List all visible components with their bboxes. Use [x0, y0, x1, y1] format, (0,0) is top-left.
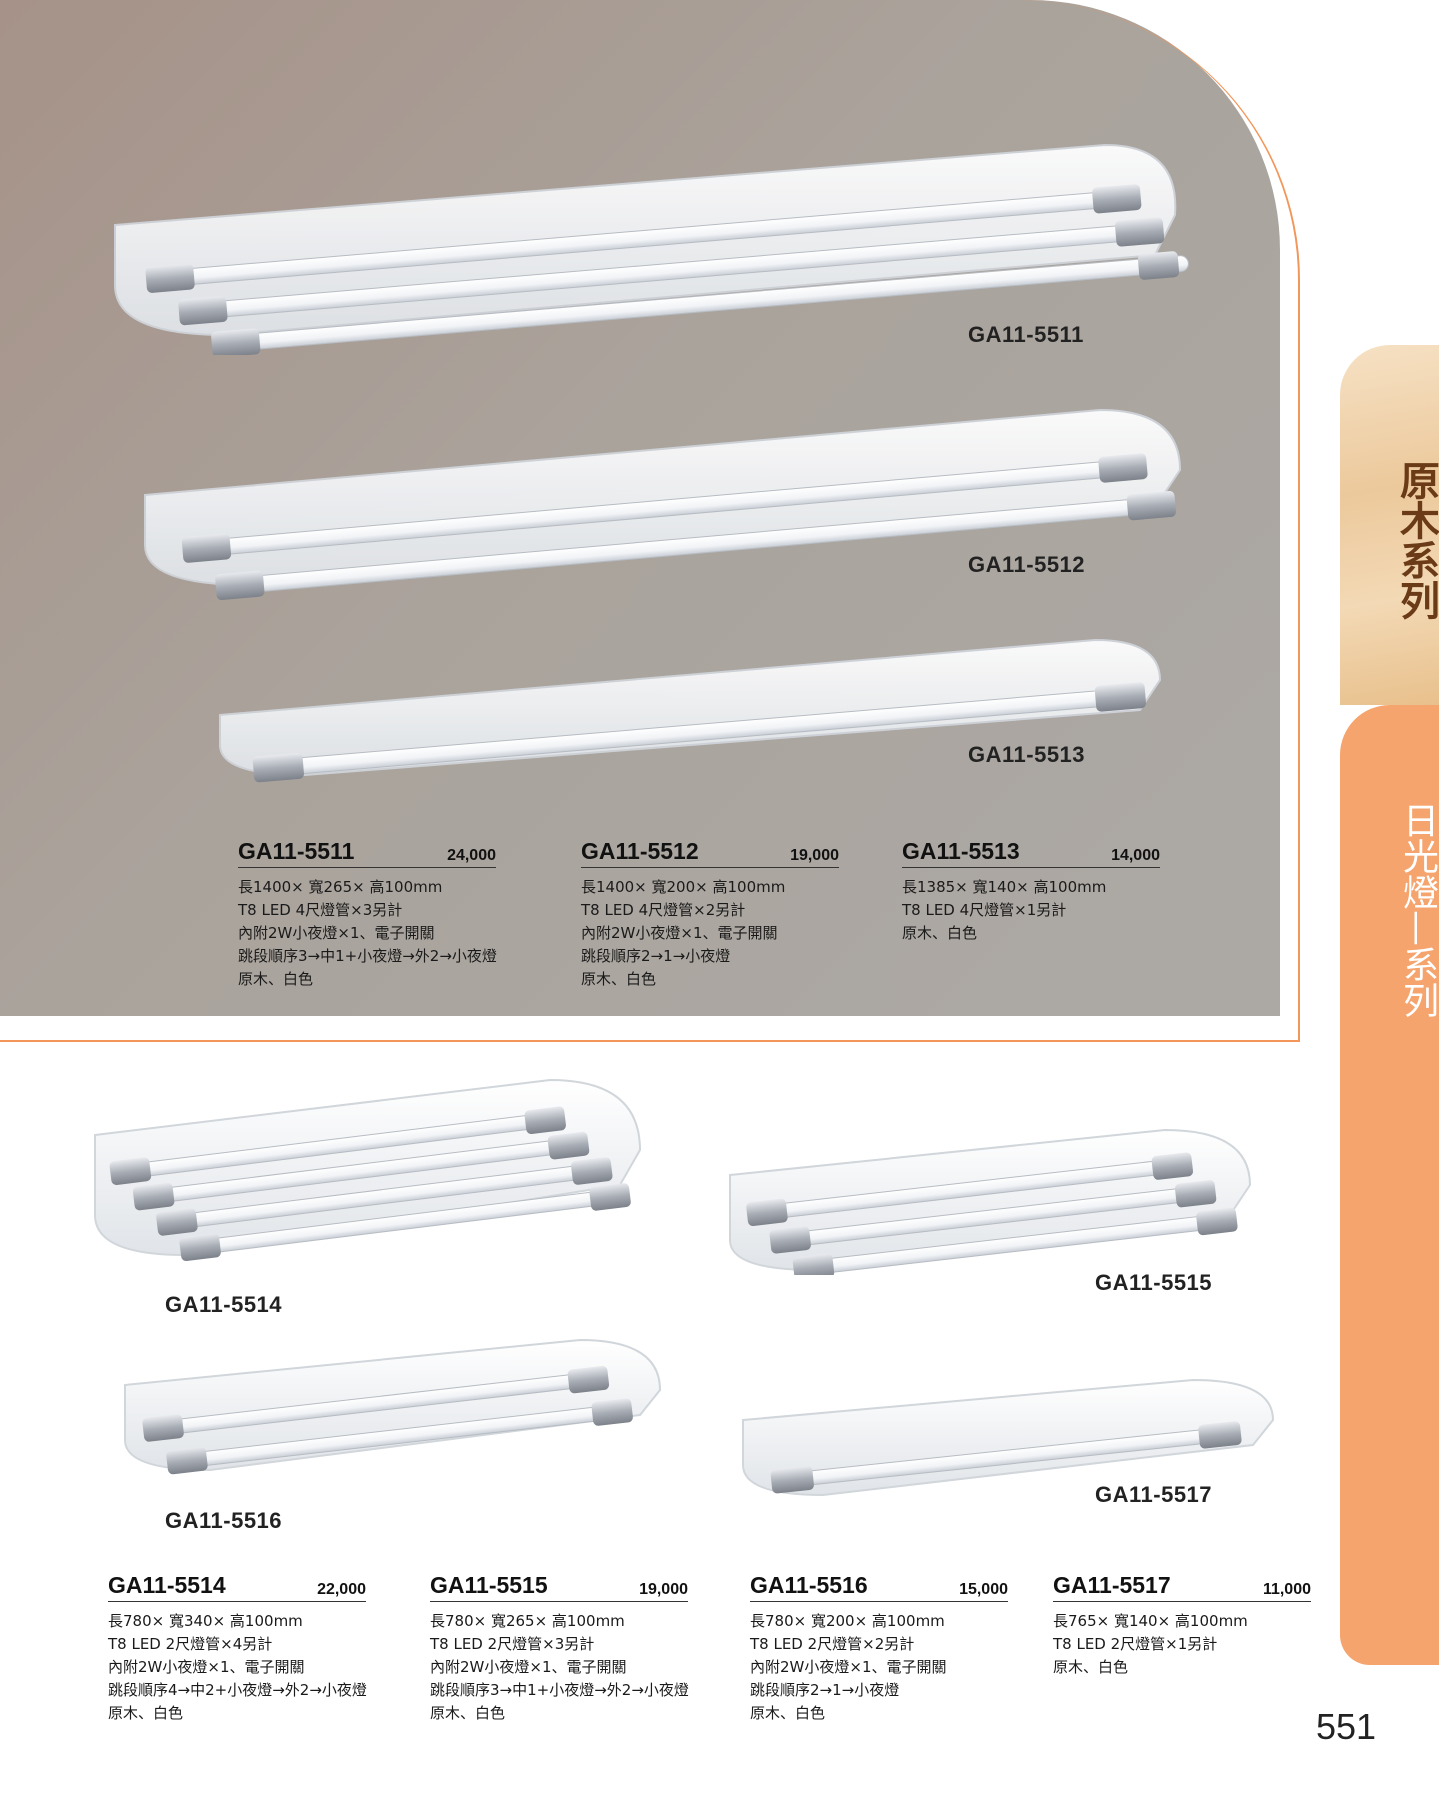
spec-line: T8 LED 2尺燈管×1另計: [1053, 1635, 1218, 1653]
side-tab-wood: [1340, 345, 1439, 705]
fixture-label-5512: GA11-5512: [968, 552, 1086, 577]
spec-line: 長1400× 寬200× 高100mm: [581, 878, 786, 896]
spec-line: 長1400× 寬265× 高100mm: [238, 878, 443, 896]
spec-price: 15,000: [959, 1581, 1008, 1598]
spec-model: GA11-5513: [902, 838, 1020, 864]
fixture-image-5511: [105, 135, 1195, 355]
spec-header: GA11-5511 24,000: [238, 838, 496, 868]
spec-model: GA11-5514: [108, 1572, 226, 1598]
spec-block-5513: GA11-5513 14,000 長1385× 寬140× 高100mm T8 …: [902, 838, 1160, 945]
fixture-image-5515: [725, 1125, 1255, 1275]
spec-line: 跳段順序4→中2+小夜燈→外2→小夜燈: [108, 1681, 367, 1699]
spec-model: GA11-5511: [238, 838, 355, 864]
spec-line: 內附2W小夜燈×1、電子開關: [581, 924, 778, 942]
side-tab-fluorescent-label: 日光燈—系列: [1397, 802, 1438, 1018]
spec-line: 跳段順序2→1→小夜燈: [750, 1681, 900, 1699]
spec-header: GA11-5512 19,000: [581, 838, 839, 868]
spec-line: 跳段順序2→1→小夜燈: [581, 947, 731, 965]
spec-line: 原木、白色: [1053, 1658, 1129, 1676]
spec-line: 原木、白色: [430, 1704, 506, 1722]
side-tab-fluorescent: [1340, 705, 1439, 1665]
spec-line: 跳段順序3→中1+小夜燈→外2→小夜燈: [430, 1681, 689, 1699]
fixture-label-5516: GA11-5516: [165, 1508, 283, 1533]
spec-line: 內附2W小夜燈×1、電子開關: [108, 1658, 305, 1676]
fixture-label-5511: GA11-5511: [968, 322, 1084, 347]
spec-line: 原木、白色: [902, 924, 978, 942]
spec-model: GA11-5512: [581, 838, 699, 864]
spec-line: 長765× 寬140× 高100mm: [1053, 1612, 1248, 1630]
spec-line: 長780× 寬200× 高100mm: [750, 1612, 945, 1630]
spec-header: GA11-5516 15,000: [750, 1572, 1008, 1602]
spec-line: T8 LED 4尺燈管×1另計: [902, 901, 1067, 919]
fixture-label-5513: GA11-5513: [968, 742, 1086, 767]
fixture-image-5514: [90, 1075, 650, 1265]
fixture-label-5515: GA11-5515: [1095, 1270, 1213, 1295]
side-tab-wood-label: 原木系列: [1393, 460, 1439, 620]
spec-price: 19,000: [790, 847, 839, 864]
spec-price: 19,000: [639, 1581, 688, 1598]
spec-line: 原木、白色: [238, 970, 314, 988]
fixture-label-5517: GA11-5517: [1095, 1482, 1213, 1507]
spec-line: 原木、白色: [581, 970, 657, 988]
spec-line: 長780× 寬265× 高100mm: [430, 1612, 625, 1630]
spec-model: GA11-5516: [750, 1572, 868, 1598]
spec-block-5517: GA11-5517 11,000 長765× 寬140× 高100mm T8 L…: [1053, 1572, 1311, 1679]
spec-line: T8 LED 2尺燈管×2另計: [750, 1635, 915, 1653]
spec-line: 內附2W小夜燈×1、電子開關: [430, 1658, 627, 1676]
spec-model: GA11-5517: [1053, 1572, 1171, 1598]
spec-price: 11,000: [1262, 1581, 1311, 1598]
spec-line: 內附2W小夜燈×1、電子開關: [750, 1658, 947, 1676]
fixture-image-5513: [215, 635, 1165, 785]
spec-model: GA11-5515: [430, 1572, 548, 1598]
spec-line: 原木、白色: [750, 1704, 826, 1722]
fixture-image-5512: [140, 400, 1190, 600]
spec-header: GA11-5517 11,000: [1053, 1572, 1311, 1602]
spec-block-5514: GA11-5514 22,000 長780× 寬340× 高100mm T8 L…: [108, 1572, 367, 1725]
fixture-image-5516: [120, 1335, 665, 1475]
spec-line: T8 LED 2尺燈管×3另計: [430, 1635, 595, 1653]
spec-line: 長1385× 寬140× 高100mm: [902, 878, 1107, 896]
spec-header: GA11-5513 14,000: [902, 838, 1160, 868]
spec-line: 原木、白色: [108, 1704, 184, 1722]
page-number: 551: [1316, 1706, 1377, 1747]
spec-block-5516: GA11-5516 15,000 長780× 寬200× 高100mm T8 L…: [750, 1572, 1008, 1725]
spec-header: GA11-5514 22,000: [108, 1572, 366, 1602]
spec-line: 跳段順序3→中1+小夜燈→外2→小夜燈: [238, 947, 497, 965]
spec-price: 14,000: [1111, 847, 1160, 864]
spec-line: T8 LED 2尺燈管×4另計: [108, 1635, 273, 1653]
spec-block-5511: GA11-5511 24,000 長1400× 寬265× 高100mm T8 …: [238, 838, 497, 991]
spec-block-5512: GA11-5512 19,000 長1400× 寬200× 高100mm T8 …: [581, 838, 839, 991]
spec-price: 22,000: [317, 1581, 366, 1598]
spec-line: 長780× 寬340× 高100mm: [108, 1612, 303, 1630]
fixture-label-5514: GA11-5514: [165, 1292, 283, 1317]
spec-line: T8 LED 4尺燈管×3另計: [238, 901, 403, 919]
spec-header: GA11-5515 19,000: [430, 1572, 688, 1602]
spec-line: 內附2W小夜燈×1、電子開關: [238, 924, 435, 942]
spec-line: T8 LED 4尺燈管×2另計: [581, 901, 746, 919]
spec-block-5515: GA11-5515 19,000 長780× 寬265× 高100mm T8 L…: [430, 1572, 689, 1725]
fixture-image-5517: [738, 1375, 1278, 1500]
spec-price: 24,000: [447, 847, 496, 864]
